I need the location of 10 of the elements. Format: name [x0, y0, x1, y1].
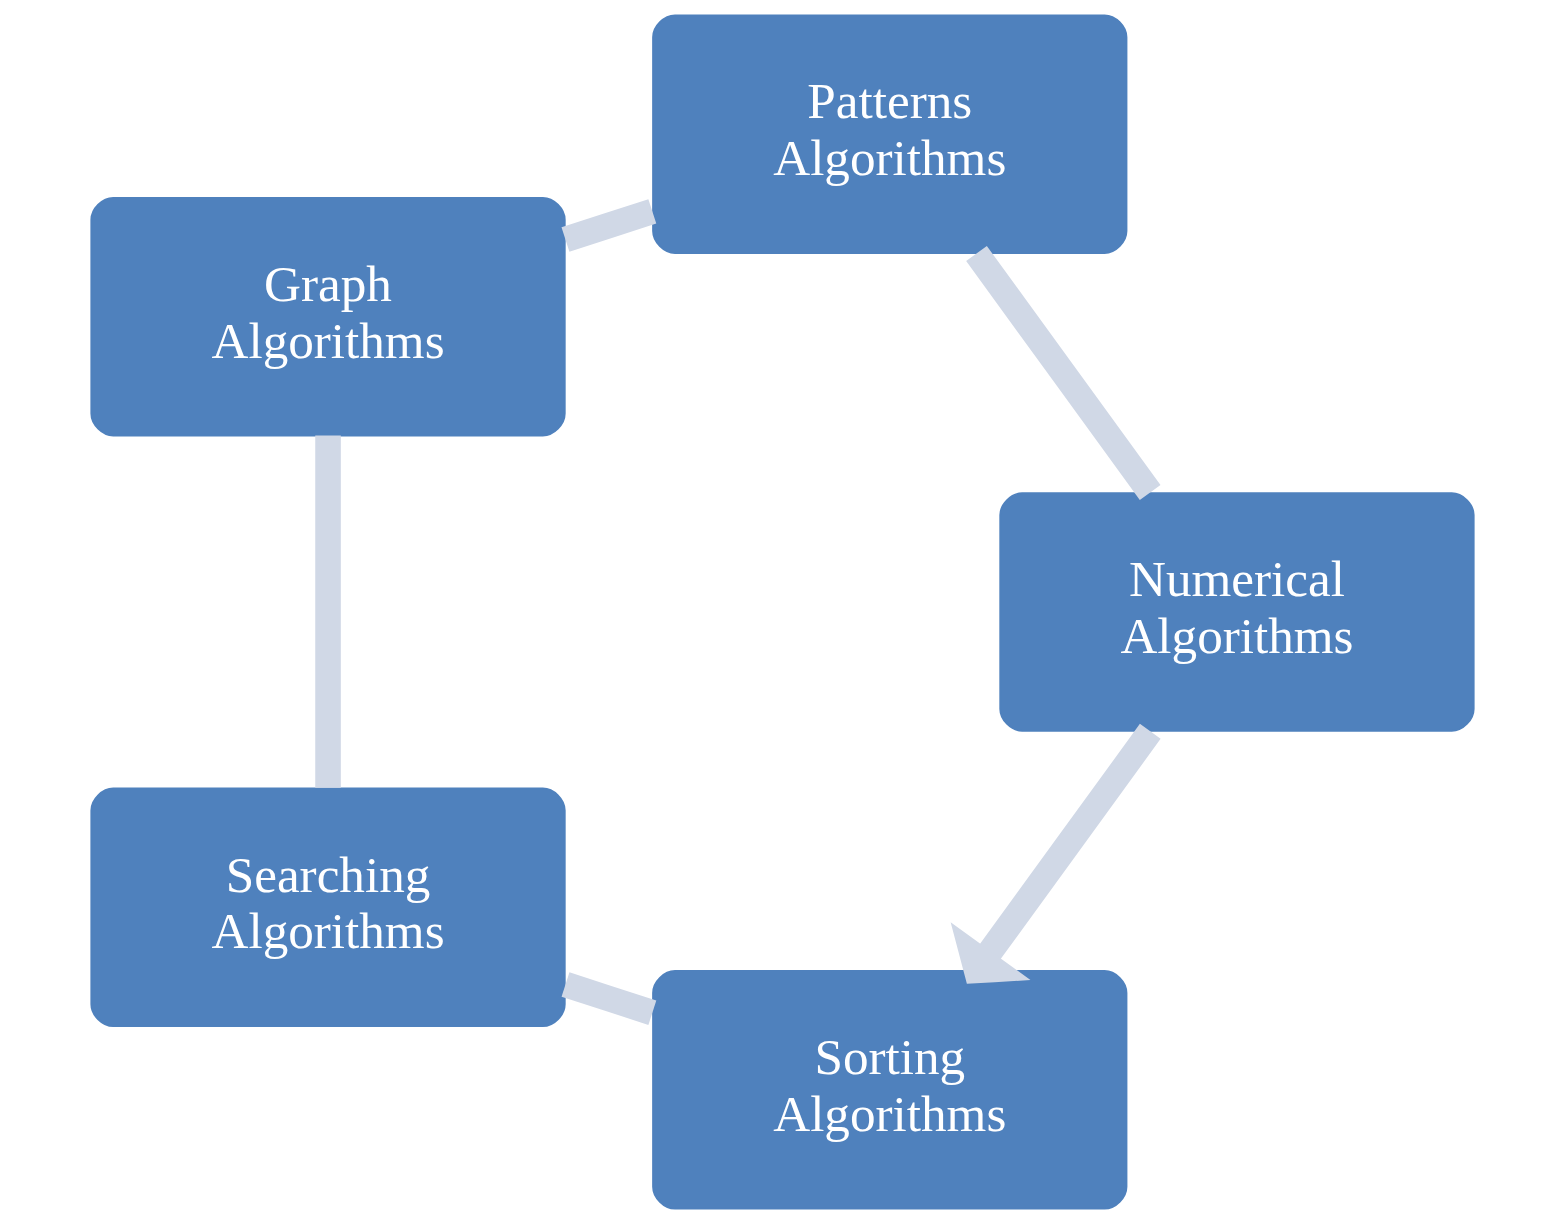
node-box: Sorting Algorithms	[652, 970, 1128, 1210]
connector	[315, 435, 341, 788]
node-box: Patterns Algorithms	[652, 14, 1128, 254]
connector	[966, 245, 1161, 501]
arrow	[950, 723, 1161, 984]
connector	[561, 199, 657, 252]
node-box: Graph Algorithms	[90, 196, 566, 437]
node-box: Searching Algorithms	[90, 787, 566, 1028]
node-box: Numerical Algorithms	[999, 492, 1475, 732]
connector	[561, 972, 657, 1025]
